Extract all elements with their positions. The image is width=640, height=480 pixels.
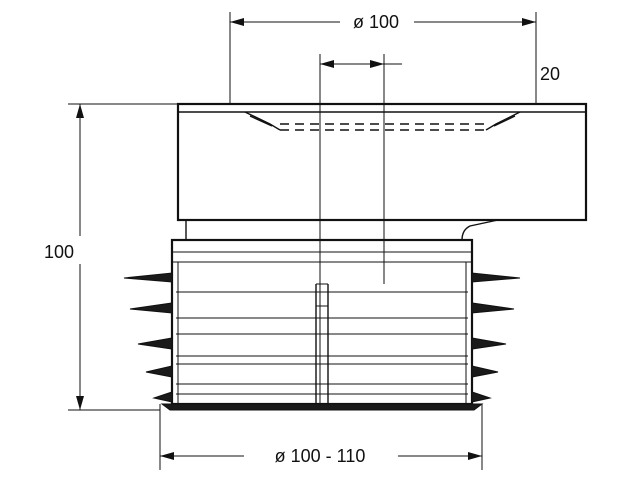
sealing-fins — [123, 272, 521, 411]
bottom-diameter-dimension — [159, 404, 483, 470]
offset-dimension — [320, 60, 402, 68]
ribbed-body — [170, 238, 474, 406]
height-label: 100 — [44, 242, 74, 262]
bottom-diameter-label: ø 100 - 110 — [275, 446, 366, 466]
top-diameter-dimension — [229, 12, 537, 104]
center-lines — [319, 54, 385, 404]
top-collar — [176, 102, 588, 222]
top-diameter-label: ø 100 — [353, 12, 399, 32]
neck — [185, 219, 499, 241]
height-dimension — [68, 103, 178, 411]
center-seam — [315, 283, 329, 404]
top-depth-label: 20 — [540, 64, 560, 84]
